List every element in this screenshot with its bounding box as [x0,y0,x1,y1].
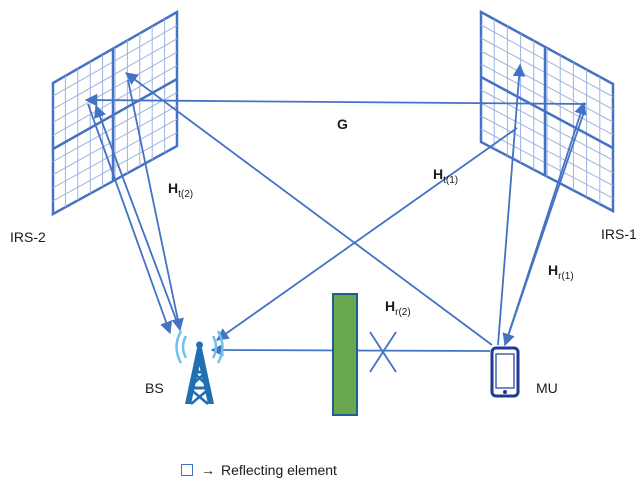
legend-arrow: → [201,462,215,478]
grid-line [52,132,178,202]
legend-text: Reflecting element [221,462,337,478]
arrow-mu-to-irs2 [124,72,493,346]
blocked-x-icon [369,331,397,373]
grid-line [480,128,614,199]
grid-line [480,50,614,123]
arrow-irs2-to-bs-2 [127,79,184,332]
arrow-irs2-to-bs-1 [87,103,173,335]
grid-line [52,118,178,189]
reflecting-element-square-icon [181,464,193,476]
irs-2-panel [51,9,179,217]
grid-line [480,37,614,110]
obstacle-block [332,293,358,416]
grid-line [52,105,178,176]
g-label: G [337,116,348,132]
channel-arrows [84,63,587,357]
grid-line [480,115,614,187]
irs-1-label: IRS-1 [601,226,637,242]
irs-2-label: IRS-2 [10,229,46,245]
grid-line [52,38,178,110]
bs-tower-icon [175,330,224,405]
grid-line [52,24,178,97]
grid-line [52,51,178,123]
ht2-label: Ht(2) [168,180,194,200]
grid-line [480,63,614,136]
grid-line [480,24,614,98]
mu-label: MU [536,380,558,396]
hr1-label: Hr(1) [548,262,574,282]
grid-line [480,102,614,174]
legend: → Reflecting element [181,462,337,478]
arrow-mu-to-irs1-a [497,63,526,346]
hr2-label: Hr(2) [385,298,411,318]
irs-1-panel [479,9,615,214]
mu-phone-icon [490,346,520,398]
bs-label: BS [145,380,164,396]
grid-line [52,91,178,163]
ht1-label: Ht(1) [433,166,459,186]
arrow-irs1-to-bs [215,127,518,341]
grid-line [480,89,614,161]
arrow-irs1-to-mu [502,111,585,347]
arrow-g [84,93,587,107]
arrow-bs-to-irs2 [94,104,181,331]
irs-2-grid [52,19,178,208]
